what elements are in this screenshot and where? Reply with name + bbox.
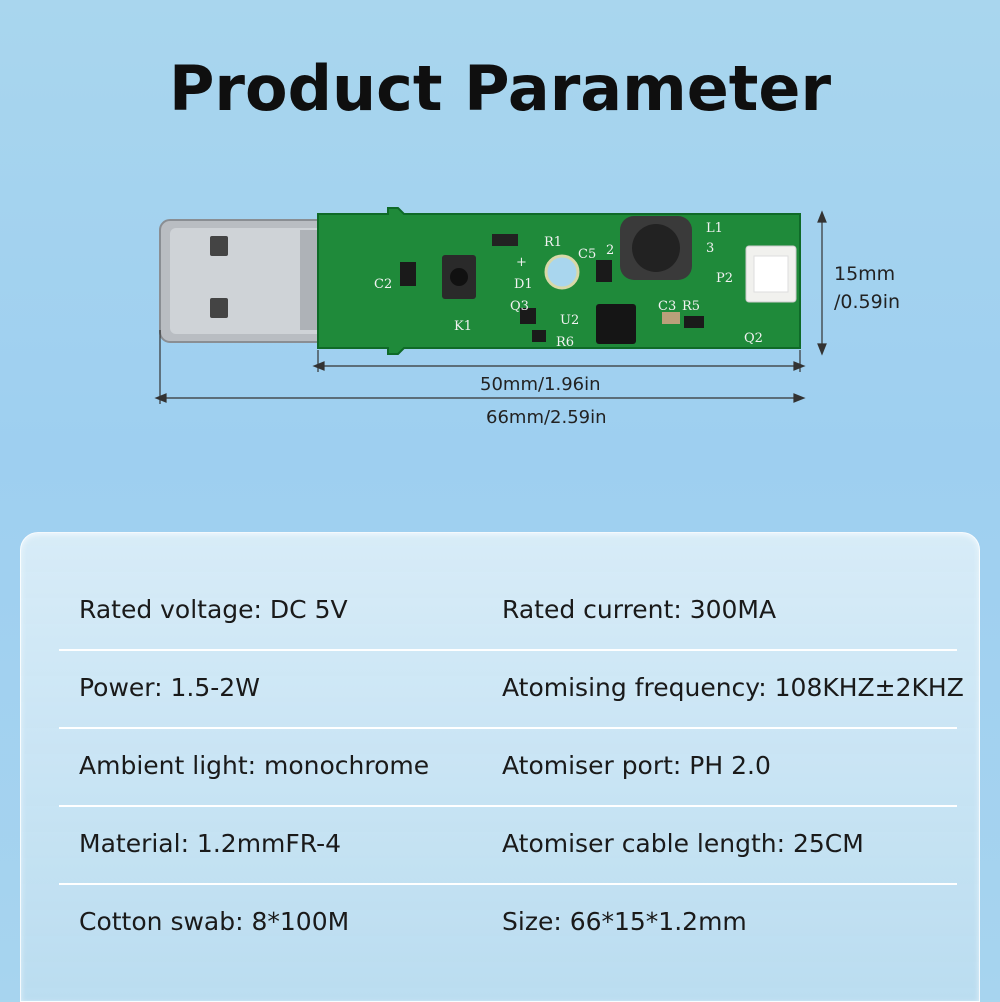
spec-ambient-light: Ambient light: monochrome <box>79 751 430 780</box>
spec-row: Rated voltage: DC 5V Rated current: 300M… <box>59 571 957 651</box>
spec-power: Power: 1.5-2W <box>79 673 260 702</box>
label-c3: C3 <box>658 299 676 314</box>
spec-atomiser-cable-length: Atomiser cable length: 25CM <box>502 829 864 858</box>
label-pin3: 3 <box>706 241 714 256</box>
spec-cotton-swab: Cotton swab: 8*100M <box>79 907 350 936</box>
pcb-board: R1 C5 L1 C2 D1 P2 Q3 U2 C3 R5 K1 R6 Q2 +… <box>317 207 801 355</box>
label-r6: R6 <box>556 335 574 350</box>
spec-row: Ambient light: monochrome Atomiser port:… <box>59 727 957 807</box>
spec-material: Material: 1.2mmFR-4 <box>79 829 342 858</box>
height-dimension-line1: 15mm <box>834 263 895 285</box>
product-figure: R1 C5 L1 C2 D1 P2 Q3 U2 C3 R5 K1 R6 Q2 +… <box>154 207 900 428</box>
label-u2: U2 <box>560 313 579 328</box>
page-title: Product Parameter <box>168 52 832 125</box>
specs-panel: Rated voltage: DC 5V Rated current: 300M… <box>20 532 980 1002</box>
board-length-dimension: 50mm/1.96in <box>480 374 601 395</box>
total-length-dimension: 66mm/2.59in <box>486 407 607 428</box>
spec-rated-voltage: Rated voltage: DC 5V <box>79 595 348 624</box>
spec-row: Cotton swab: 8*100M Size: 66*15*1.2mm <box>59 883 957 961</box>
label-q2: Q2 <box>744 331 763 346</box>
label-k1: K1 <box>454 319 472 334</box>
label-c5: C5 <box>578 247 596 262</box>
ic-chip <box>596 304 636 344</box>
label-pin2: 2 <box>606 243 614 258</box>
spec-row: Power: 1.5-2W Atomising frequency: 108KH… <box>59 649 964 729</box>
spec-atomiser-port: Atomiser port: PH 2.0 <box>502 751 771 780</box>
spec-size: Size: 66*15*1.2mm <box>502 907 747 936</box>
label-r5: R5 <box>682 299 700 314</box>
label-d1: D1 <box>514 277 533 292</box>
label-r1: R1 <box>544 235 562 250</box>
spec-atomising-frequency: Atomising frequency: 108KHZ±2KHZ <box>502 673 964 702</box>
spec-rated-current: Rated current: 300MA <box>502 595 777 624</box>
label-l1: L1 <box>706 221 723 236</box>
dimension-lines <box>154 210 827 404</box>
label-c2: C2 <box>374 277 392 292</box>
label-plus: + <box>516 255 527 270</box>
height-dimension-line2: /0.59in <box>834 291 900 313</box>
spec-row: Material: 1.2mmFR-4 Atomiser cable lengt… <box>59 805 957 885</box>
label-q3: Q3 <box>510 299 529 314</box>
label-p2: P2 <box>716 271 733 286</box>
